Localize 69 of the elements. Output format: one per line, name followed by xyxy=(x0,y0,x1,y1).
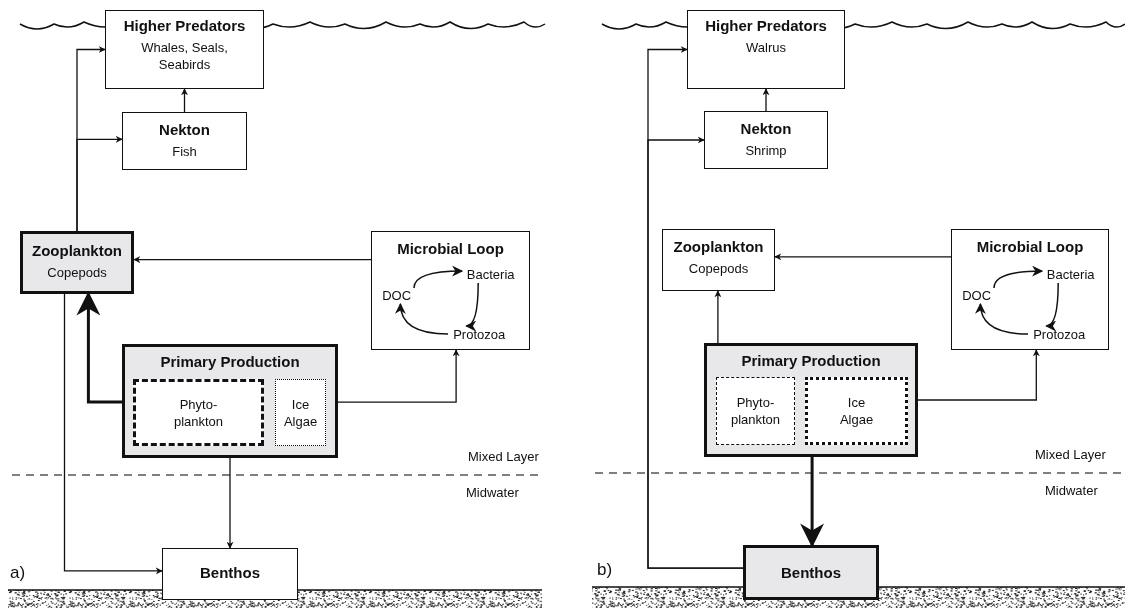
box-text: Copepods xyxy=(688,260,749,277)
compartment-box xyxy=(662,229,775,291)
cycle-arrow xyxy=(413,265,464,289)
arrow xyxy=(762,88,770,112)
compartment-box xyxy=(687,10,845,89)
box-text: Fish xyxy=(172,143,197,160)
box-text: Ice Algae xyxy=(282,395,319,430)
compartment-box xyxy=(371,231,530,350)
box-text: Phyto- plankton xyxy=(729,394,782,428)
box-text: Walrus xyxy=(746,39,786,56)
compartment-box xyxy=(20,231,134,294)
compartment-box xyxy=(951,229,1109,350)
arrow xyxy=(917,349,1040,401)
compartment-box xyxy=(122,112,247,170)
cycle-arrow xyxy=(465,282,479,330)
component-label: DOC xyxy=(379,286,414,304)
arrow xyxy=(800,457,825,548)
producer-box xyxy=(275,379,326,446)
cycle-arrow xyxy=(975,302,1029,335)
producer-box xyxy=(716,377,795,445)
box-title: Nekton xyxy=(159,121,210,139)
component-label: Bacteria xyxy=(1041,265,1100,283)
panel-label: b) xyxy=(597,560,613,580)
producer-box xyxy=(133,379,264,446)
box-text: Phyto- plankton xyxy=(172,395,225,430)
box-title: Microbial Loop xyxy=(397,240,504,258)
box-title: Zooplankton xyxy=(32,242,122,260)
compartment-box xyxy=(105,10,264,89)
box-text: Shrimp xyxy=(745,142,787,159)
cycle-arrow xyxy=(1045,282,1059,330)
box-text: Whales, Seals, Seabirds xyxy=(140,39,229,73)
layer-label: Midwater xyxy=(1045,483,1098,498)
layer-label: Midwater xyxy=(466,485,519,500)
compartment-box xyxy=(162,548,298,600)
box-title: Benthos xyxy=(200,564,260,582)
box-title: Primary Production xyxy=(160,353,300,371)
box-title: Higher Predators xyxy=(123,17,246,35)
cycle-arrow xyxy=(395,302,449,335)
component-label: Protozoa xyxy=(1027,325,1091,343)
box-title: Zooplankton xyxy=(673,238,764,256)
arrow xyxy=(226,457,234,549)
arrow xyxy=(337,349,460,403)
producer-box xyxy=(805,377,908,445)
box-title: Higher Predators xyxy=(705,17,827,35)
box-title: Benthos xyxy=(781,564,841,582)
compartment-box xyxy=(704,343,918,457)
arrow xyxy=(181,88,188,113)
compartment-box xyxy=(743,545,879,600)
arrow xyxy=(714,290,722,344)
box-text: Ice Algae xyxy=(838,394,875,428)
component-label: Bacteria xyxy=(461,265,520,283)
layer-label: Mixed Layer xyxy=(468,449,539,464)
layer-label: Mixed Layer xyxy=(1035,447,1106,462)
box-title: Nekton xyxy=(740,120,792,138)
arrow xyxy=(63,293,163,575)
panel-label: a) xyxy=(10,563,26,583)
box-title: Primary Production xyxy=(741,352,881,370)
arrow xyxy=(774,253,952,261)
arrow xyxy=(647,136,744,569)
compartment-box xyxy=(704,111,828,169)
component-label: DOC xyxy=(959,286,994,304)
box-title: Microbial Loop xyxy=(976,238,1084,256)
cycle-arrow xyxy=(993,265,1044,289)
component-label: Protozoa xyxy=(447,325,511,343)
compartment-box xyxy=(122,344,338,458)
arrow xyxy=(133,256,372,264)
box-text: Copepods xyxy=(47,264,107,281)
arrow xyxy=(76,135,123,232)
arrow xyxy=(76,291,122,404)
